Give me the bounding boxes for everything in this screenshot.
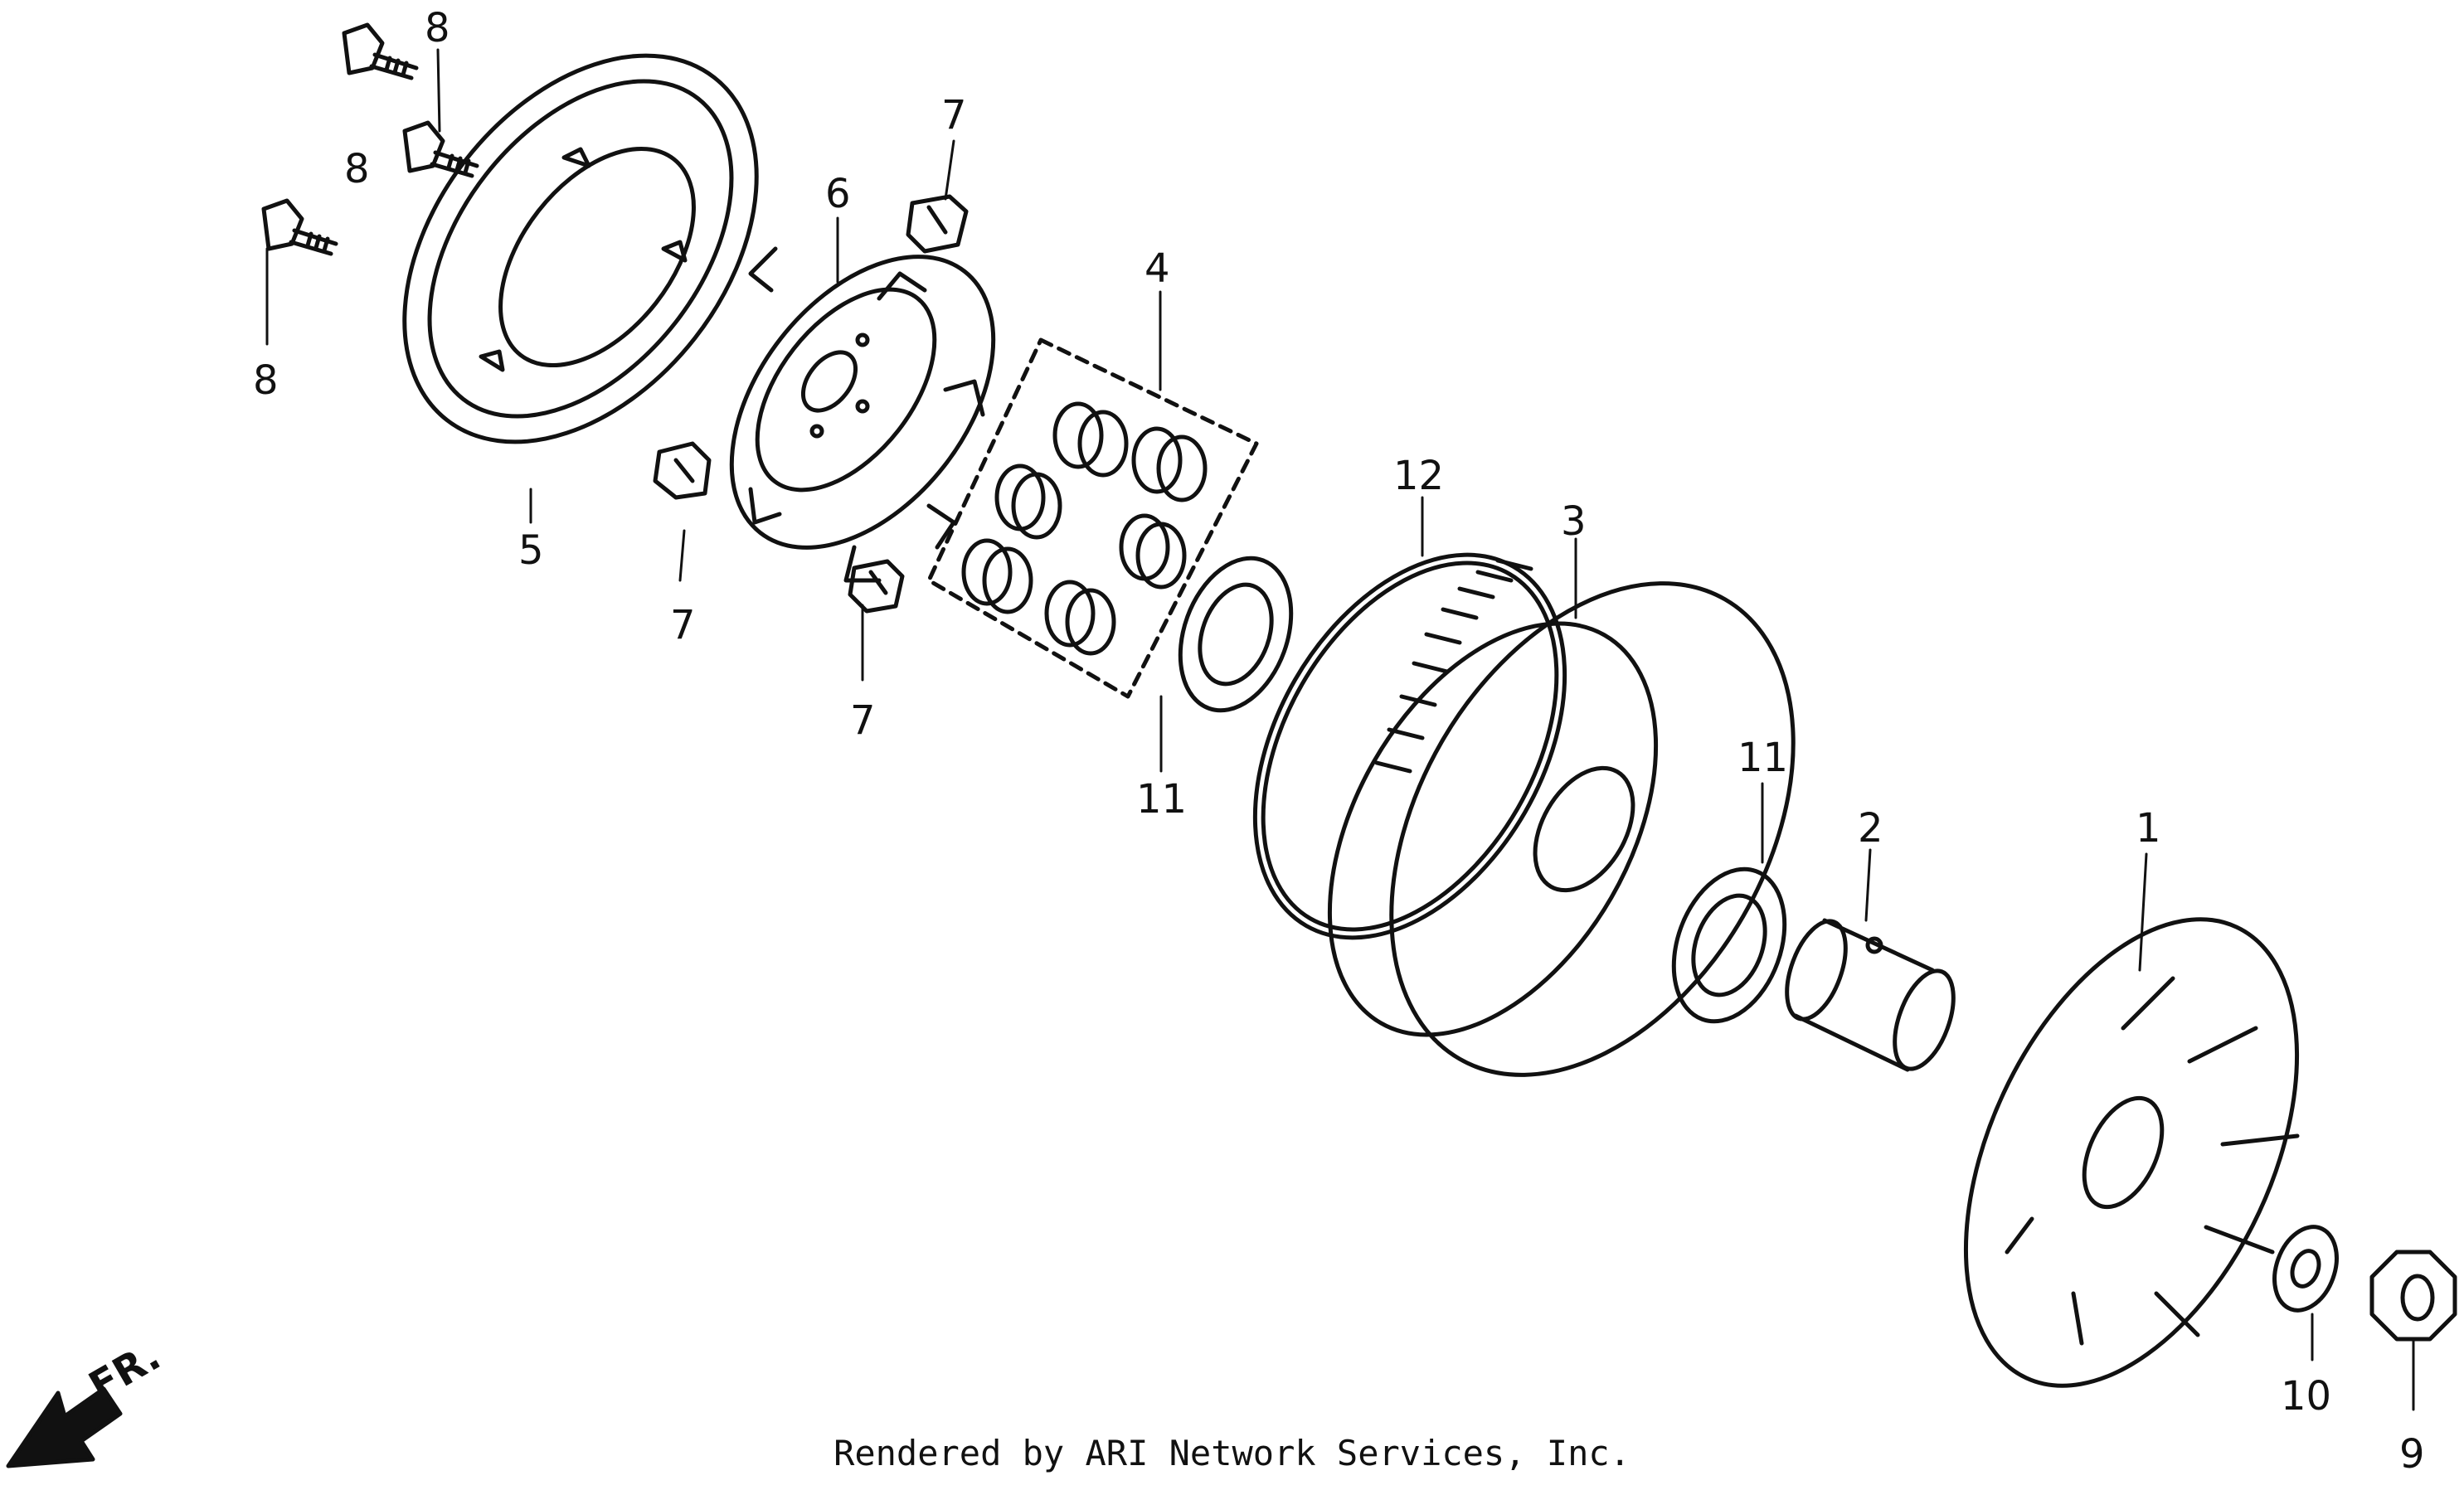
o-ring-12 <box>1252 552 1567 940</box>
collar-2 <box>1785 918 1956 1072</box>
ramp-plate-6 <box>729 246 996 583</box>
callout-2: 2 <box>1858 805 1883 852</box>
callout-9: 9 <box>2399 1431 2425 1478</box>
fan-pulley-1 <box>1963 917 2300 1388</box>
callout-3: 3 <box>1561 498 1587 545</box>
callout-11-left: 11 <box>1136 776 1187 823</box>
footer-credit: Rendered by ARI Network Services, Inc. <box>833 1433 1631 1473</box>
movable-face-3 <box>1327 558 1796 1077</box>
callout-7-bottom: 7 <box>850 697 876 744</box>
weight-rollers-4 <box>926 337 1259 699</box>
callout-12: 12 <box>1393 453 1444 499</box>
leader-lines <box>265 48 2415 1411</box>
bolt-8a <box>342 22 419 80</box>
callout-4: 4 <box>1145 245 1170 292</box>
slider-piece-7c <box>848 559 905 614</box>
nut-9 <box>2369 1250 2457 1342</box>
callout-5: 5 <box>518 527 544 574</box>
callout-10: 10 <box>2281 1373 2331 1420</box>
callout-7-top: 7 <box>941 92 967 138</box>
bearing-11b <box>1671 866 1787 1024</box>
callout-8-top: 8 <box>425 5 450 51</box>
callout-11-right: 11 <box>1737 735 1788 781</box>
callout-1: 1 <box>2136 805 2161 852</box>
drive-plate-5 <box>402 53 759 444</box>
front-arrow-icon <box>6 1386 123 1468</box>
bolt-8b <box>402 120 479 178</box>
callout-8-middle: 8 <box>344 146 370 192</box>
bearing-11a <box>1178 556 1294 713</box>
slider-piece-7a <box>906 194 969 254</box>
callout-7-left: 7 <box>670 602 696 648</box>
callout-6: 6 <box>825 171 851 217</box>
bolt-8c <box>261 198 338 256</box>
callout-labels: 1 2 3 4 5 6 7 7 7 8 8 8 9 10 11 11 12 FR… <box>81 5 2425 1478</box>
slider-piece-7b <box>653 441 712 500</box>
callout-8-left: 8 <box>253 357 279 404</box>
washer-10 <box>2272 1225 2339 1313</box>
